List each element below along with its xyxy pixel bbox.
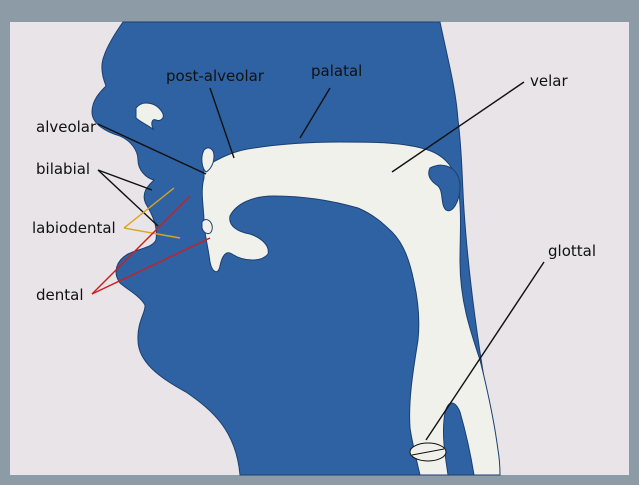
label-labiodental: labiodental — [32, 219, 116, 237]
lower-teeth — [202, 220, 212, 234]
label-palatal: palatal — [311, 62, 362, 80]
glottis — [410, 443, 446, 461]
label-alveolar: alveolar — [36, 118, 97, 136]
label-velar: velar — [530, 72, 568, 90]
label-dental: dental — [36, 286, 84, 304]
label-post-alveolar: post-alveolar — [166, 67, 265, 85]
label-bilabial: bilabial — [36, 160, 90, 178]
label-glottal: glottal — [548, 242, 596, 260]
